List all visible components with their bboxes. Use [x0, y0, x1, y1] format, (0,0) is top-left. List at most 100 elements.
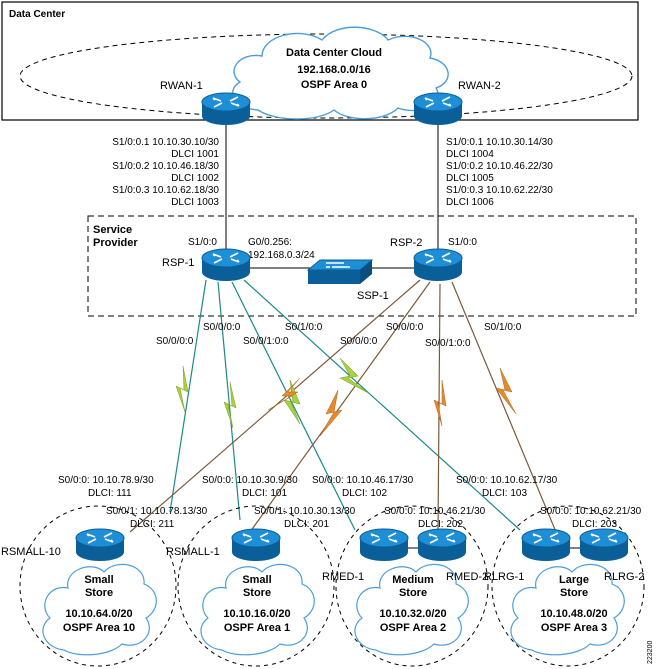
rsp1-label: RSP-1: [162, 257, 194, 269]
rsp2-router-icon[interactable]: [413, 248, 463, 282]
frame-relay-bolt-7: [433, 379, 447, 427]
small10-area: OSPF Area 10: [63, 622, 135, 634]
figure-id: 223200: [647, 641, 654, 664]
large-area: OSPF Area 3: [541, 622, 607, 634]
rsp1-port-2: S0/0/0:0: [203, 322, 241, 333]
rsmall1-dlci1: DLCI: 101: [242, 488, 287, 499]
rwan2-dlci2: DLCI 1005: [446, 173, 494, 184]
link-rsp1-rsmall1: [217, 281, 241, 521]
data-center-label: Data Center: [9, 9, 65, 20]
rmed2-if1: S0/0:0: 10.10.46.21/30: [384, 506, 486, 517]
rsmall10-router-icon[interactable]: [75, 528, 125, 562]
link-rsp1-rmed1: [231, 281, 356, 531]
rsmall10-dlci1: DLCI: 111: [88, 488, 132, 499]
small10-subnet: 10.10.64.0/20: [65, 608, 132, 620]
rsp2-port-4: S0/1/0:0: [484, 322, 522, 333]
g0-label-1: G0/0.256:: [248, 237, 292, 248]
rlrg2-router-icon[interactable]: [579, 528, 629, 562]
frame-relay-bolt-4: [339, 357, 371, 395]
rwan2-if2: S1/0:0.2 10.10.46.22/30: [446, 161, 553, 172]
rwan2-dlci1: DLCI 1004: [446, 149, 494, 160]
rwan1-if1: S1/0:0.1 10.10.30.10/30: [112, 137, 219, 148]
medium-subnet: 10.10.32.0/20: [379, 608, 446, 620]
medium-store-area: [335, 505, 489, 667]
rwan2-router-icon[interactable]: [413, 92, 463, 126]
medium-store-cloud: [354, 563, 469, 656]
data-center-cloud: [231, 26, 449, 120]
rsmall10-if2: S0/0/1: 10.10.78.13/30: [106, 506, 208, 517]
rsp1-port-3: S0/0/1:0:0: [243, 336, 289, 347]
rsp2-port-1: S0/0/0:0: [340, 336, 378, 347]
rsp1-router-icon[interactable]: [201, 248, 251, 282]
cloud-area: OSPF Area 0: [301, 79, 367, 91]
rlrg1-dlci1: DLCI: 103: [482, 488, 527, 499]
rsmall1-if1: S0/0:0: 10.10.30.9/30: [202, 475, 298, 486]
rlrg1-label: RLRG-1: [484, 571, 524, 583]
frame-relay-bolt-2: [223, 381, 237, 429]
rlrg2-if1: S0/0:0: 10.10.62.21/30: [540, 506, 642, 517]
rwan2-if1: S1/0:0.1 10.10.30.14/30: [446, 137, 553, 148]
rwan2-dlci3: DLCI 1006: [446, 197, 494, 208]
medium-name-1: Medium: [392, 574, 434, 586]
link-rsp1-rsmall10: [169, 279, 207, 513]
rwan2-if3: S1/0:0.3 10.10.62.22/30: [446, 185, 553, 196]
frame-relay-bolt-1: [175, 365, 189, 413]
rwan1-dlci2: DLCI 1002: [171, 173, 219, 184]
large-name-2: Store: [560, 587, 588, 599]
data-center-box: [1, 1, 639, 121]
link-rsp1-rlrg1: [243, 279, 521, 531]
cloud-subnet: 192.168.0.0/16: [297, 64, 370, 76]
small1-subnet: 10.10.16.0/20: [223, 608, 290, 620]
rlrg1-router-icon[interactable]: [521, 528, 571, 562]
rsmall1-dlci2: DLCI: 201: [284, 519, 329, 530]
rmed1-router-icon[interactable]: [359, 528, 409, 562]
rmed1-dlci1: DLCI: 102: [342, 488, 387, 499]
small-store-10-area: [19, 505, 177, 667]
small-store-1-cloud: [200, 563, 315, 656]
rwan1-if3: S1/0:0.3 10.10.62.18/30: [112, 185, 219, 196]
small1-name-1: Small: [242, 574, 271, 586]
rmed2-label: RMED-2: [446, 571, 488, 583]
rmed1-if1: S0/0:0: 10.10.46.17/30: [312, 475, 414, 486]
rlrg2-label: RLRG-2: [604, 571, 644, 583]
small-store-1-area: [177, 505, 335, 667]
large-store-cloud: [510, 563, 625, 656]
small1-name-2: Store: [243, 587, 271, 599]
small1-area: OSPF Area 1: [224, 622, 290, 634]
small-store-10-cloud: [42, 563, 157, 656]
rsp2-if-label: S1/0:0: [448, 237, 477, 248]
small10-name-2: Store: [85, 587, 113, 599]
rsp1-port-4: S0/1/0:0: [285, 322, 323, 333]
rsmall1-if2: S0/0/1: 10.10.30.13/30: [254, 506, 356, 517]
rsp2-label: RSP-2: [390, 237, 422, 249]
frame-relay-bolt-5: [267, 377, 301, 411]
data-center-area-ellipse: [19, 33, 633, 119]
link-rsp2-rlrg2: [451, 281, 557, 533]
large-subnet: 10.10.48.0/20: [540, 608, 607, 620]
rsmall1-router-icon[interactable]: [231, 528, 281, 562]
rwan1-dlci1: DLCI 1001: [171, 149, 219, 160]
medium-area: OSPF Area 2: [380, 622, 446, 634]
large-store-area: [491, 505, 645, 667]
rsmall10-if1: S0/0:0: 10.10.78.9/30: [58, 475, 154, 486]
service-provider-box: [87, 215, 637, 317]
g0-label-2: 192.168.0.3/24: [248, 250, 315, 261]
rsp1-port-1: S0/0/0:0: [156, 336, 194, 347]
sp-label-1: Service: [93, 224, 132, 236]
ssp1-switch-icon[interactable]: [307, 259, 373, 285]
ssp1-label: SSP-1: [357, 290, 389, 302]
rmed2-router-icon[interactable]: [417, 528, 467, 562]
rlrg1-if1: S0/0:0: 10.10.62.17/30: [456, 475, 558, 486]
rsp1-if-label: S1/0:0: [188, 237, 217, 248]
rwan1-router-icon[interactable]: [201, 92, 251, 126]
rsmall10-label: RSMALL-10: [1, 546, 61, 558]
rlrg2-dlci1: DLCI: 203: [572, 519, 617, 530]
rmed2-dlci1: DLCI: 202: [418, 519, 463, 530]
medium-name-2: Store: [399, 587, 427, 599]
frame-relay-bolt-6: [319, 389, 343, 437]
link-rsp2-rsmall1: [249, 281, 431, 533]
rsp2-port-2: S0/0/0:0: [386, 322, 424, 333]
frame-relay-bolt-8: [495, 367, 517, 415]
frame-relay-bolt-3: [283, 379, 301, 425]
